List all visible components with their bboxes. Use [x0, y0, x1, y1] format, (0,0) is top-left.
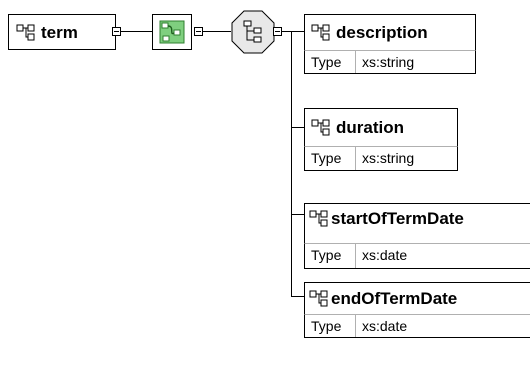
type-value: xs:date	[362, 247, 408, 263]
complex-type-collapse-toggle[interactable]	[194, 27, 203, 36]
type-box: Type xs:string	[304, 50, 476, 74]
sequence-compositor-node[interactable]	[230, 9, 276, 60]
type-label: Type	[305, 244, 356, 268]
element-icon	[309, 290, 329, 313]
type-box: Type xs:date	[304, 314, 530, 338]
element-name: term	[41, 23, 78, 42]
child-element-duration[interactable]: duration	[304, 108, 458, 146]
root-element-term[interactable]: term	[8, 14, 116, 50]
connector-line	[121, 31, 152, 32]
connector-line	[291, 214, 304, 215]
branch-trunk-line	[291, 31, 292, 296]
type-label: Type	[305, 147, 356, 170]
element-name: description	[336, 23, 428, 42]
element-name: endOfTermDate	[331, 289, 458, 308]
child-element-description[interactable]: description	[304, 14, 476, 50]
complex-type-icon	[159, 20, 185, 49]
sequence-compositor-icon	[231, 10, 275, 54]
element-icon	[311, 24, 331, 47]
type-label: Type	[305, 51, 356, 73]
type-box: Type xs:string	[304, 146, 458, 171]
child-element-endOfTermDate[interactable]: endOfTermDate	[304, 282, 530, 314]
element-icon	[16, 24, 36, 47]
child-element-startOfTermDate[interactable]: startOfTermDate	[304, 203, 530, 243]
type-box: Type xs:date	[304, 243, 530, 269]
type-value: xs:string	[362, 150, 415, 166]
element-icon	[309, 210, 329, 233]
type-label: Type	[305, 315, 356, 337]
element-name: startOfTermDate	[331, 209, 464, 228]
type-value: xs:string	[362, 54, 415, 70]
root-collapse-toggle[interactable]	[112, 27, 121, 36]
compositor-collapse-toggle[interactable]	[273, 27, 282, 36]
element-icon	[311, 119, 331, 142]
connector-line	[291, 296, 304, 297]
connector-line	[203, 31, 231, 32]
connector-line	[291, 127, 304, 128]
type-value: xs:date	[362, 318, 408, 334]
connector-line	[282, 31, 304, 32]
element-name: duration	[336, 118, 404, 137]
complex-type-node[interactable]	[152, 14, 192, 50]
